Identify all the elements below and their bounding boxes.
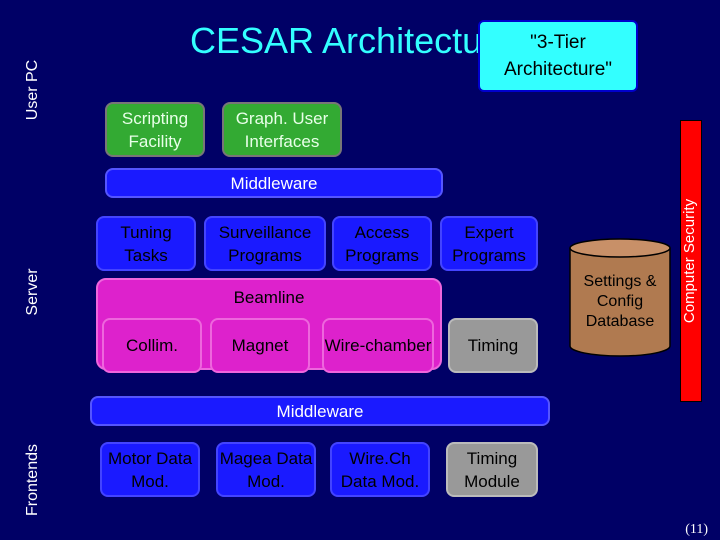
beamline-label: Beamline xyxy=(233,288,305,307)
magnet-box: Magnet xyxy=(210,318,310,373)
tier-label-server: Server xyxy=(24,268,41,316)
tier-label-user-pc: User PC xyxy=(24,59,41,121)
database-label: Settings & Config Database xyxy=(583,273,657,330)
middleware-bottom-bar: Middleware xyxy=(90,396,550,426)
middleware-top-bar: Middleware xyxy=(105,168,443,198)
timing-box: Timing xyxy=(448,318,538,373)
surveillance-programs-box: Surveillance Programs xyxy=(204,216,326,271)
access-programs-box: Access Programs xyxy=(332,216,432,271)
three-tier-callout: "3-Tier Architecture" xyxy=(478,20,638,92)
wirechamber-box: Wire-chamber xyxy=(322,318,434,373)
computer-security-bar xyxy=(680,120,702,402)
tier-label-frontends: Frontends xyxy=(24,443,41,517)
tuning-tasks-box: Tuning Tasks xyxy=(96,216,196,271)
motor-data-module-box: Motor Data Mod. xyxy=(100,442,200,497)
page-number: (11) xyxy=(685,522,708,537)
wirech-data-module-box: Wire.Ch Data Mod. xyxy=(330,442,430,497)
timing-module-box: Timing Module xyxy=(446,442,538,497)
gui-box: Graph. User Interfaces xyxy=(222,102,342,157)
computer-security-label: Computer Security xyxy=(681,198,698,324)
expert-programs-box: Expert Programs xyxy=(440,216,538,271)
database-cylinder xyxy=(569,238,671,357)
magea-data-module-box: Magea Data Mod. xyxy=(216,442,316,497)
scripting-facility-box: Scripting Facility xyxy=(105,102,205,157)
page-title: CESAR Architecture xyxy=(190,20,515,61)
collim-box: Collim. xyxy=(102,318,202,373)
